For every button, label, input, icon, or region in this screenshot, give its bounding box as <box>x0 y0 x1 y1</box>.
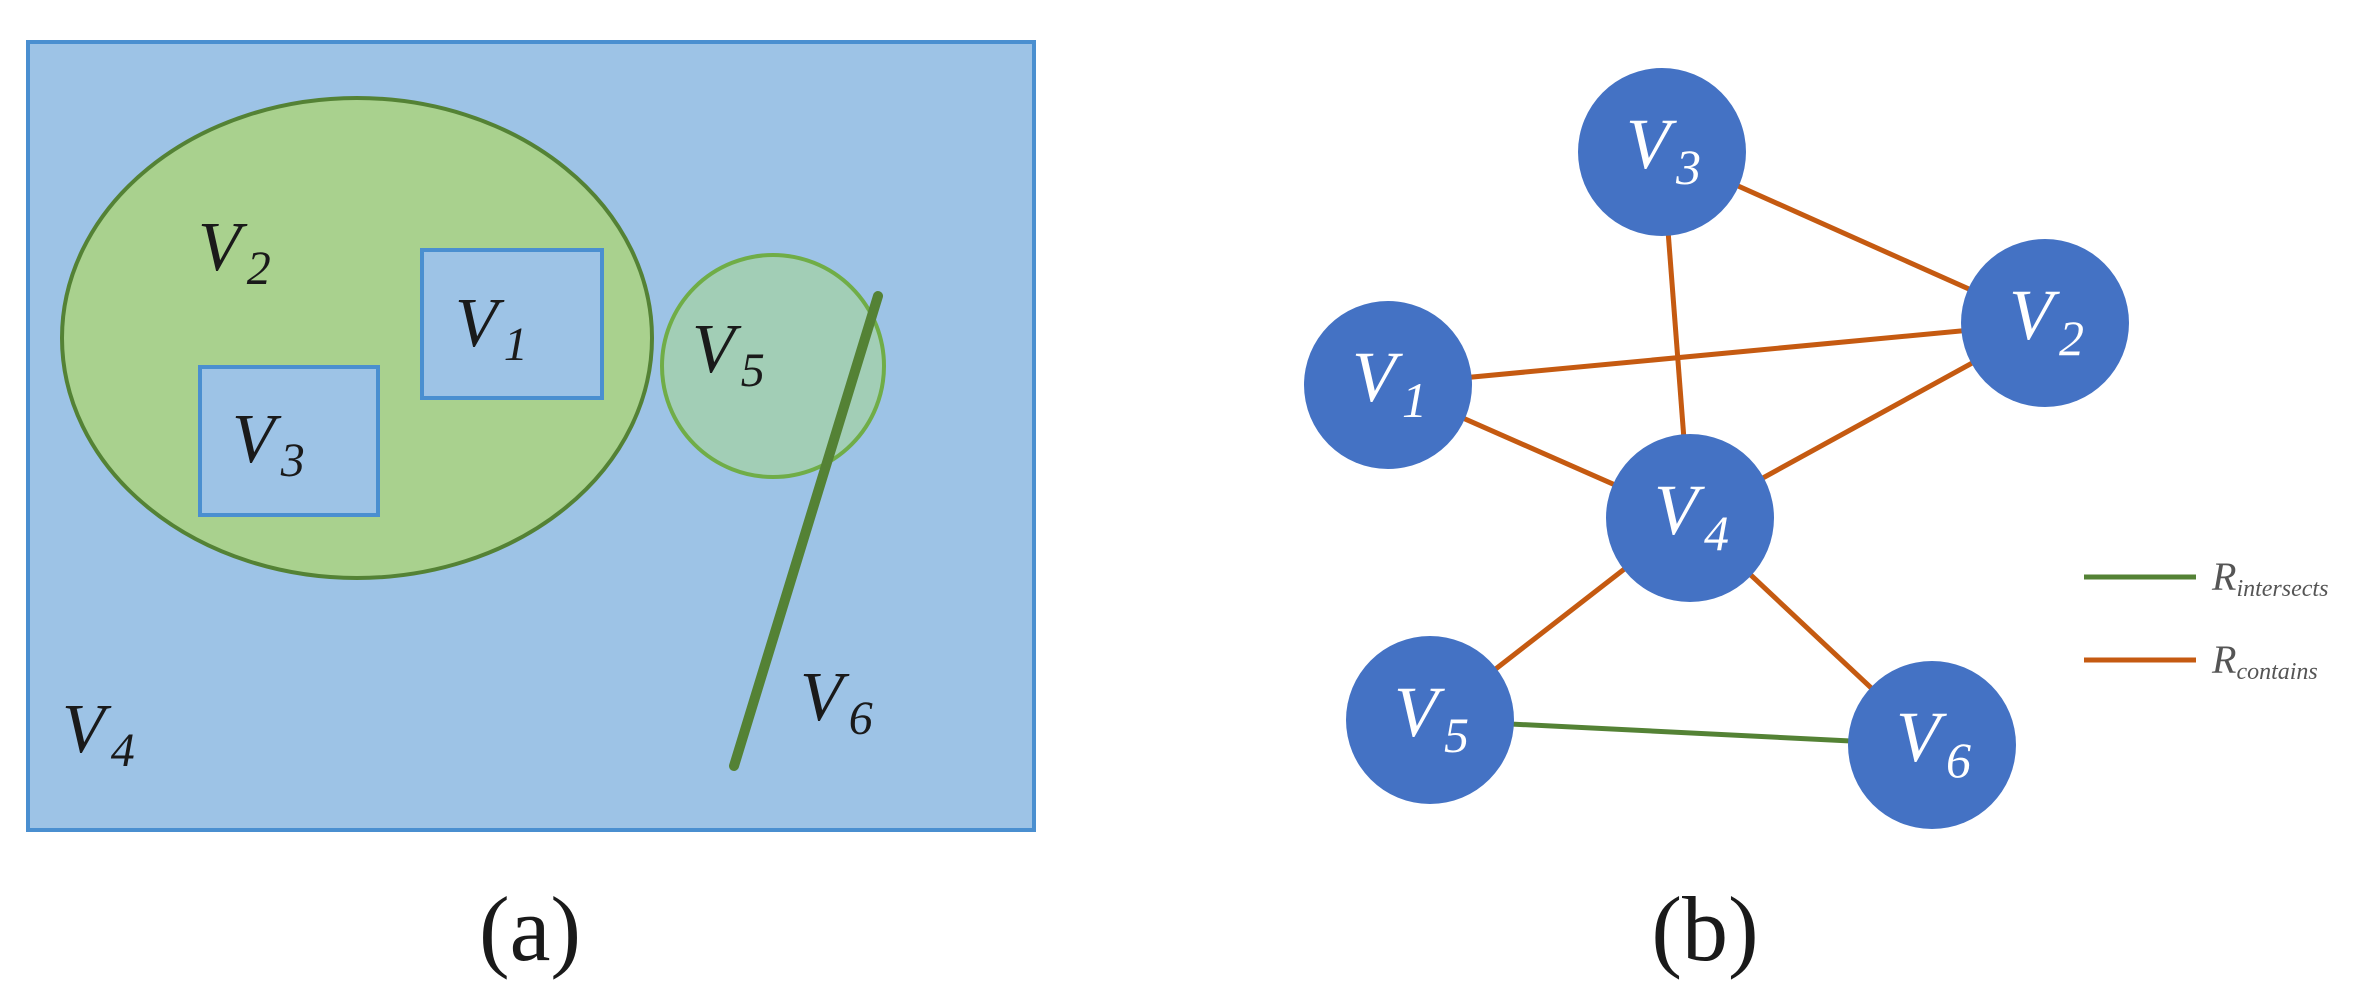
region-v5-circle <box>660 253 886 479</box>
legend-contains-label: Rcontains <box>2211 637 2318 685</box>
node-circle <box>1961 239 2129 407</box>
region-v3-box <box>198 365 380 517</box>
node-circle <box>1304 301 1472 469</box>
caption-a: (a) <box>479 878 581 980</box>
legend-intersects-label: Rintersects <box>2211 554 2328 602</box>
node-circle <box>1578 68 1746 236</box>
node-circle <box>1346 636 1514 804</box>
line-v6 <box>729 291 883 771</box>
region-v1-box <box>420 248 604 400</box>
legend: Rintersects Rcontains <box>2084 554 2328 685</box>
caption-b: (b) <box>1651 878 1758 980</box>
node-circle <box>1848 661 2016 829</box>
node-circle <box>1606 434 1774 602</box>
edge-v1-v2 <box>1387 320 2046 388</box>
